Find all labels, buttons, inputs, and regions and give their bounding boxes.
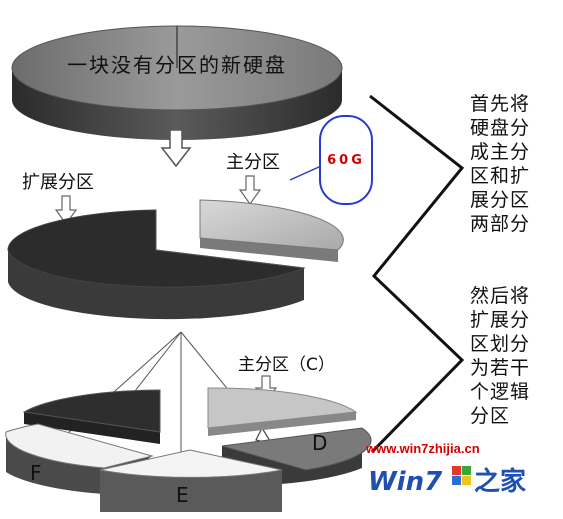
note-step-2: 然后将 扩展分 区划分 为若干 个逻辑 分区 xyxy=(470,284,550,428)
note-2-line: 然后将 xyxy=(470,285,531,307)
note-2-line: 扩展分 xyxy=(470,309,531,331)
down-arrow-icon xyxy=(160,129,192,168)
note-2-line: 分区 xyxy=(470,405,511,427)
size-callout-text: 60G xyxy=(327,153,365,168)
partition-d-letter: D xyxy=(312,431,327,455)
new-disk-label: 一块没有分区的新硬盘 xyxy=(67,53,287,77)
primary-partition-label: 主分区 xyxy=(226,152,280,173)
zigzag-bracket xyxy=(369,94,465,454)
partition-c-slice xyxy=(207,387,358,436)
primary-c-label: 主分区（C） xyxy=(238,355,335,375)
note-1-line: 首先将 xyxy=(470,93,531,115)
win7-logo: Win7 之家 xyxy=(368,466,526,497)
extended-partition-label: 扩展分区 xyxy=(22,172,94,193)
primary-arrow-icon xyxy=(238,175,262,206)
note-2-line: 区划分 xyxy=(470,333,531,355)
note-1-line: 硬盘分 xyxy=(470,117,531,139)
win7-logo-text: Win7 xyxy=(368,467,443,497)
note-1-line: 两部分 xyxy=(470,213,531,235)
new-disk: 一块没有分区的新硬盘 xyxy=(11,25,343,140)
extended-partition-slice xyxy=(7,209,306,320)
primary-partition-slice xyxy=(199,199,344,262)
partition-e-letter: E xyxy=(176,483,189,507)
extended-arrow-icon xyxy=(54,195,78,226)
win7-logo-suffix: 之家 xyxy=(474,466,526,497)
note-step-1: 首先将 硬盘分 成主分 区和扩 展分区 两部分 xyxy=(470,92,550,236)
windows-flag-icon xyxy=(452,466,471,485)
partition-f-letter: F xyxy=(30,461,42,485)
note-1-line: 展分区 xyxy=(470,189,531,211)
partition-e-slice: E xyxy=(99,449,283,512)
watermark-url: www.win7zhijia.cn xyxy=(366,441,480,456)
note-2-line: 为若干 xyxy=(470,357,531,379)
size-callout: 60G xyxy=(289,115,373,205)
note-1-line: 区和扩 xyxy=(470,165,531,187)
note-2-line: 个逻辑 xyxy=(470,381,531,403)
partition-dark-slice xyxy=(22,389,161,444)
note-1-line: 成主分 xyxy=(470,141,531,163)
